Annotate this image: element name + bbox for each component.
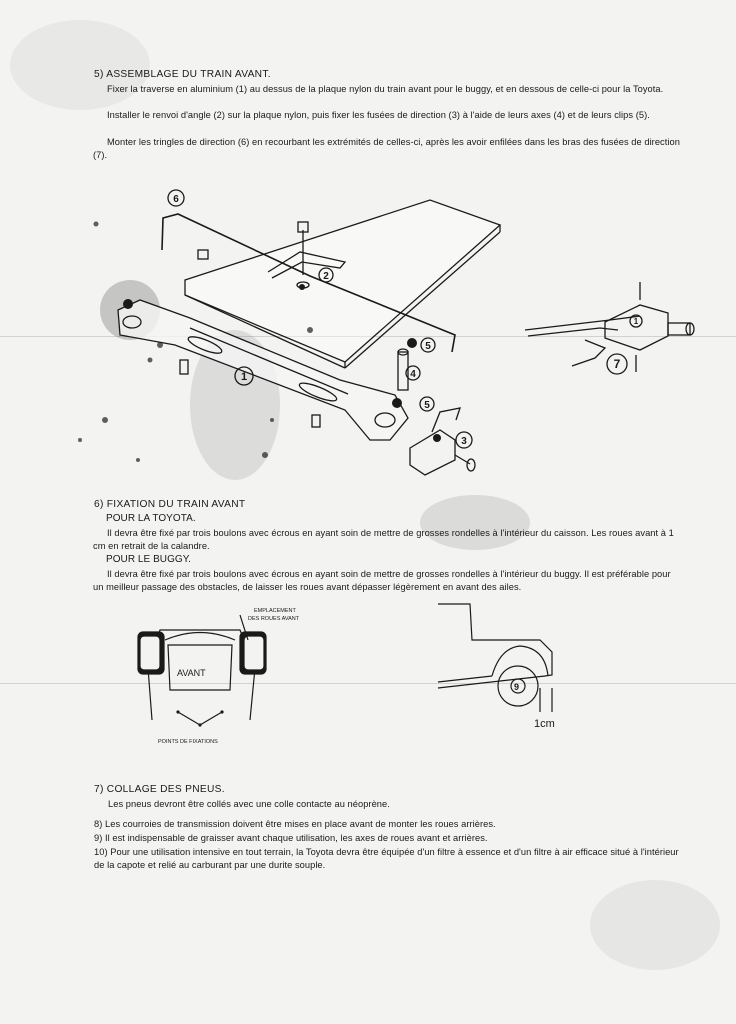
- wheel-position-label: EMPLACEMENT: [254, 608, 297, 614]
- note-8: 8) Les courroies de transmission doivent…: [94, 819, 496, 829]
- section6-subheading-toyota: POUR LA TOYOTA.: [106, 513, 196, 524]
- section6-subheading-buggy: POUR LE BUGGY.: [106, 554, 191, 565]
- diagram-label: 5: [424, 400, 430, 411]
- section7-paragraph: Les pneus devront être collés avec une c…: [108, 799, 390, 809]
- note-9: 9) Il est indispensable de graisser avan…: [94, 833, 488, 843]
- section7-heading: 7) COLLAGE DES PNEUS.: [94, 784, 225, 795]
- front-axle-assembly-diagram: 6 2 1 5 4 5 3 1 7: [78, 189, 695, 476]
- fold-line: [0, 336, 736, 337]
- diagram-label: 3: [461, 436, 467, 447]
- diagram-label: 6: [173, 194, 179, 205]
- section6-paragraph-buggy: Il devra être fixé par trois boulons ave…: [93, 569, 671, 592]
- section5-paragraph-2: Installer le renvoi d'angle (2) sur la p…: [107, 110, 650, 120]
- section5-heading: 5) ASSEMBLAGE DU TRAIN AVANT.: [94, 69, 271, 80]
- mounting-points-label: POINTS DE FIXATIONS: [158, 739, 218, 745]
- diagram-label: 1: [241, 371, 247, 383]
- stain: [590, 880, 720, 970]
- section5-paragraph-3: Monter les tringles de direction (6) en …: [93, 137, 680, 160]
- diagram-label: 7: [614, 357, 621, 371]
- diagram-label: 2: [323, 271, 329, 282]
- section6-paragraph-toyota: Il devra être fixé par trois boulons ave…: [93, 528, 674, 551]
- diagram-label: 4: [410, 369, 416, 380]
- section6-heading: 6) FIXATION DU TRAIN AVANT: [94, 499, 246, 510]
- stain: [10, 20, 150, 110]
- offset-label: 1cm: [534, 718, 555, 730]
- wheel-position-label: DES ROUES AVANT: [248, 616, 300, 622]
- front-label: AVANT: [177, 668, 206, 678]
- fold-line: [0, 683, 736, 684]
- diagram-label: 5: [425, 341, 431, 352]
- stain: [420, 495, 530, 550]
- note-10: 10) Pour une utilisation intensive en to…: [94, 847, 679, 870]
- diagram-label: 1: [634, 317, 639, 326]
- wheel-number-label: 9: [514, 682, 519, 692]
- section5-paragraph-1: Fixer la traverse en aluminium (1) au de…: [107, 84, 664, 94]
